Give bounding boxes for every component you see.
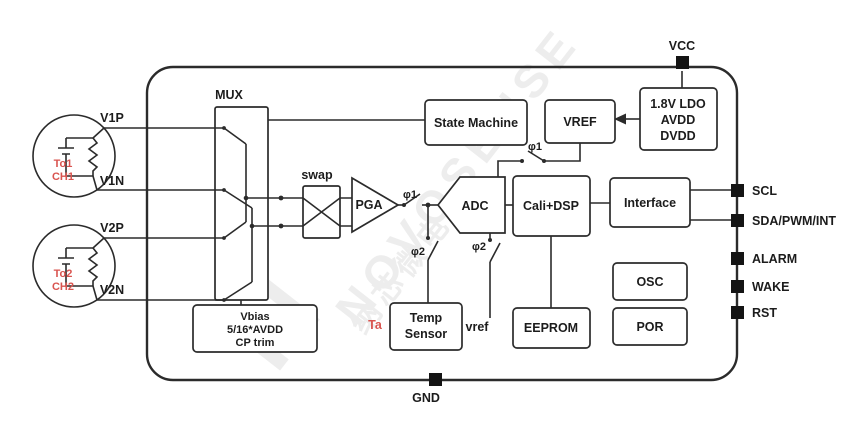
watermark-text: NOVOSENSE xyxy=(325,16,590,334)
sensor1-name: To1 xyxy=(54,158,73,170)
vref-block xyxy=(544,99,616,144)
phi1-label-vref: φ1 xyxy=(528,141,542,153)
alarm-pin-pad xyxy=(731,252,744,265)
sensor1-channel: CH1 xyxy=(52,171,74,183)
adc-shape xyxy=(436,176,506,234)
junction-dot xyxy=(278,223,284,229)
arrowhead-ldo-vref xyxy=(614,113,626,125)
temp-sensor-label-line1: Temp xyxy=(410,311,443,325)
rst-pin-label: RST xyxy=(752,306,777,320)
sensor2-name: To2 xyxy=(54,268,73,280)
sensor2-circle xyxy=(32,224,116,308)
vcc-pin-pad xyxy=(676,56,689,69)
ldo-label-line3: DVDD xyxy=(660,129,695,143)
mux-label: MUX xyxy=(215,88,243,102)
resistor-icon xyxy=(87,247,99,286)
ldo-block xyxy=(639,87,718,151)
wake-pin-label: WAKE xyxy=(752,280,790,294)
phi1-label-pga: φ1 xyxy=(403,189,417,201)
temp-sensor-block xyxy=(389,302,463,351)
input-label-v1p: V1P xyxy=(100,111,124,125)
ldo-label-line2: AVDD xyxy=(661,113,696,127)
switch-phi1-vref xyxy=(497,143,581,177)
input-label-v2n: V2N xyxy=(100,283,124,297)
sensor2-channel: CH2 xyxy=(52,281,74,293)
eeprom-label: EEPROM xyxy=(524,321,578,335)
junction-dot xyxy=(249,223,255,229)
state-machine-label: State Machine xyxy=(434,116,518,130)
junction-dot xyxy=(243,195,249,201)
vbias-label-line1: Vbias xyxy=(240,311,269,323)
phi2-label-vref: φ2 xyxy=(472,241,486,253)
switch-phi2-vref xyxy=(488,233,501,318)
vbias-label-line2: 5/16*AVDD xyxy=(227,324,283,336)
sensor1-circle xyxy=(32,114,116,198)
scl-pin-label: SCL xyxy=(752,184,777,198)
cali-dsp-label: Cali+DSP xyxy=(523,199,579,213)
rst-pin-pad xyxy=(731,306,744,319)
switch-phi2-temp xyxy=(425,202,439,303)
vbias-label-line3: CP trim xyxy=(236,337,275,349)
input-label-v2p: V2P xyxy=(100,221,124,235)
vref-label: VREF xyxy=(563,115,597,129)
vcc-pin-label: VCC xyxy=(669,39,695,53)
sda-pin-label: SDA/PWM/INT xyxy=(752,214,836,228)
mux-switches-icon xyxy=(215,126,253,302)
sensor1-wires xyxy=(66,127,105,191)
battery-icon xyxy=(58,138,74,176)
state-machine-block xyxy=(424,99,528,146)
sensor2-symbol xyxy=(32,224,116,308)
scl-pin-pad xyxy=(731,184,744,197)
pga-label: PGA xyxy=(355,198,382,212)
swap-label: swap xyxy=(301,168,333,182)
ta-label: Ta xyxy=(368,318,383,332)
gnd-pin-pad xyxy=(429,373,442,386)
adc-label: ADC xyxy=(461,199,488,213)
vbias-block xyxy=(192,304,318,353)
vref-node-label: vref xyxy=(466,320,490,334)
interface-label: Interface xyxy=(624,196,676,210)
sensor1-symbol xyxy=(32,114,116,198)
junction-dot xyxy=(278,195,284,201)
por-block xyxy=(612,307,688,346)
sda-pin-pad xyxy=(731,214,744,227)
por-label: POR xyxy=(636,320,663,334)
switch-phi1-pga xyxy=(398,193,438,207)
osc-block xyxy=(612,262,688,301)
battery-icon xyxy=(58,248,74,286)
resistor-icon xyxy=(87,137,99,176)
swap-cross-icon xyxy=(302,197,341,227)
input-label-v1n: V1N xyxy=(100,174,124,188)
alarm-pin-label: ALARM xyxy=(752,252,797,266)
gnd-pin-label: GND xyxy=(412,391,440,405)
sensor2-wires xyxy=(66,237,105,301)
wake-pin-pad xyxy=(731,280,744,293)
osc-label: OSC xyxy=(636,275,663,289)
ldo-label-line1: 1.8V LDO xyxy=(650,97,706,111)
interface-block xyxy=(609,177,691,228)
mux-block xyxy=(214,106,269,301)
eeprom-block xyxy=(512,307,591,349)
temp-sensor-label-line2: Sensor xyxy=(405,327,448,341)
wire-swap-pga xyxy=(340,197,352,227)
cali-dsp-block xyxy=(512,175,591,237)
pga-amplifier-shape xyxy=(351,176,400,234)
phi2-label-temp: φ2 xyxy=(411,246,425,258)
